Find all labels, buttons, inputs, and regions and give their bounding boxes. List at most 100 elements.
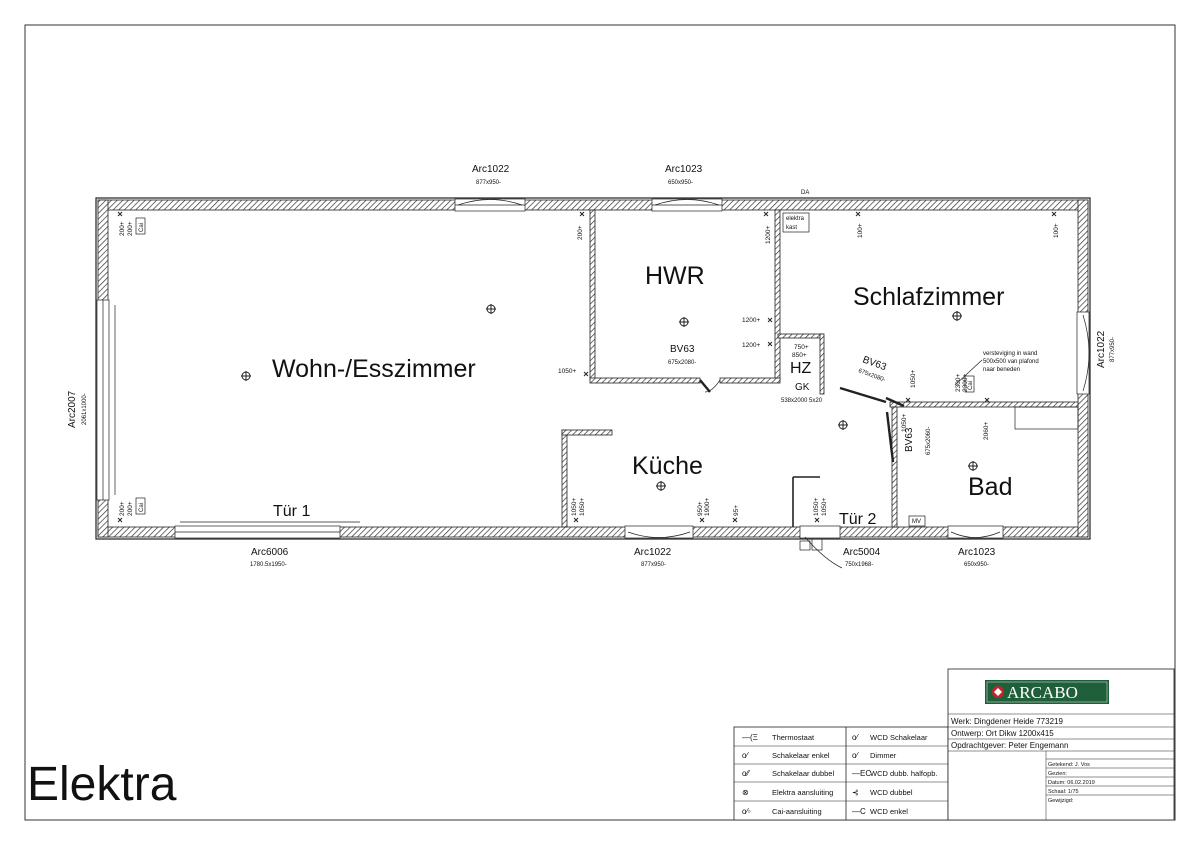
legend-right-symbol-icon: o⁄ bbox=[852, 733, 859, 742]
door-hz-size: 538x2000 5x20 bbox=[781, 398, 823, 404]
light-fixture-icon bbox=[838, 420, 848, 430]
note-line-3: naar beneden bbox=[983, 367, 1020, 373]
door-bv63-hwr-size: 675x2080- bbox=[668, 360, 696, 366]
note-line-2: 500x500 van plafond bbox=[983, 359, 1039, 365]
door-tuer2-label: Tür 2 bbox=[839, 511, 876, 528]
window-top-2 bbox=[651, 198, 723, 212]
height-mark-hz-850: 850+ bbox=[792, 352, 807, 359]
cai-label-schlaf: Cai bbox=[968, 381, 974, 390]
legend-right-label: WCD enkel bbox=[870, 807, 908, 816]
window-top2-size: 650x950- bbox=[668, 180, 693, 186]
window-bot2-size: 877x950- bbox=[641, 562, 666, 568]
height-mark-kueche-5: 95+ bbox=[733, 505, 740, 516]
height-mark-wohn-1050: 1050+ bbox=[558, 368, 576, 375]
height-mark-bad-1050: 1050+ bbox=[901, 414, 908, 432]
light-fixture-icon bbox=[968, 461, 978, 471]
height-mark-tl: 200+ bbox=[119, 221, 126, 236]
window-top1-size: 877x950- bbox=[476, 180, 501, 186]
window-bot2-name: Arc1022 bbox=[634, 547, 672, 558]
height-mark-bl: 200+ bbox=[119, 501, 126, 516]
window-bot3-name: Arc5004 bbox=[843, 547, 881, 558]
light-fixture-icon bbox=[486, 304, 496, 314]
room-gk-label: GK bbox=[795, 382, 810, 393]
sheet-border bbox=[24, 24, 1176, 821]
room-kueche-label: Küche bbox=[632, 452, 703, 480]
room-wohn-label: Wohn-/Esszimmer bbox=[272, 355, 476, 383]
legend-left-symbol-icon: o⁄▫ bbox=[742, 807, 751, 816]
cai-label-bottom: Cai bbox=[139, 503, 145, 512]
legend-right-label: WCD Schakelaar bbox=[870, 733, 928, 742]
mv-label: MV bbox=[912, 519, 921, 525]
room-bad-label: Bad bbox=[968, 473, 1012, 501]
legend-left-column: —(Ξ Thermostaat o⁄ Schakelaar enkel o⁄⁄ Schak… bbox=[742, 733, 834, 816]
height-mark-tl2: 200+ bbox=[127, 221, 134, 236]
door-tuer1-label: Tür 1 bbox=[273, 503, 310, 520]
height-mark-schlaf-1050: 1050+ bbox=[910, 370, 917, 388]
window-bot1-name: Arc6006 bbox=[251, 547, 289, 558]
legend-left-label: Schakelaar enkel bbox=[772, 751, 830, 760]
door-bv63-bad-label: BV63 bbox=[904, 427, 915, 452]
light-fixture-icon bbox=[679, 317, 689, 327]
window-bottom-1 bbox=[174, 521, 360, 539]
legend-left-symbol-icon: o⁄ bbox=[742, 751, 749, 760]
tb-datum: Datum: 06.02.2019 bbox=[1048, 780, 1095, 786]
light-fixture-icon bbox=[241, 371, 251, 381]
meter-box-icon-2 bbox=[811, 538, 823, 551]
door-bv63-hwr-label: BV63 bbox=[670, 344, 695, 355]
cai-label-top: Cai bbox=[139, 223, 145, 232]
window-bottom-4 bbox=[947, 525, 1004, 539]
elektra-label: elektra bbox=[786, 216, 805, 222]
light-fixture-icon bbox=[656, 481, 666, 491]
arcabo-logo: ARCABO bbox=[985, 680, 1109, 704]
elektra-kast-box bbox=[782, 212, 810, 233]
room-hz-label: HZ bbox=[790, 360, 812, 377]
window-right-name: Arc1022 bbox=[1096, 330, 1107, 368]
tb-werk: Werk: Dingdener Heide 773219 bbox=[951, 717, 1063, 726]
legend-left-label: Schakelaar dubbel bbox=[772, 769, 834, 778]
cai-box-bottom bbox=[135, 497, 146, 515]
height-mark-kueche-3: 950+ bbox=[697, 501, 704, 516]
window-top2-name: Arc1023 bbox=[665, 164, 703, 175]
note-line-1: versteviging in wand bbox=[983, 351, 1037, 357]
window-right-size: 877x950- bbox=[1110, 337, 1116, 362]
legend-left-symbol-icon: —(Ξ bbox=[742, 733, 758, 742]
legend-right-symbol-icon: ⊰ bbox=[852, 788, 859, 797]
legend-left-symbol-icon: o⁄⁄ bbox=[742, 769, 751, 778]
height-mark-hwr-1: 1200+ bbox=[742, 317, 760, 324]
tb-getekend: Getekend: J. Vos bbox=[1048, 762, 1090, 768]
legend-left-label: Elektra aansluiting bbox=[772, 788, 833, 797]
window-bot1-size: 1780.5x1950- bbox=[250, 562, 287, 568]
light-fixture-icon bbox=[952, 311, 962, 321]
height-mark-kueche-4: 1900+ bbox=[704, 498, 711, 516]
height-mark-bl2: 200+ bbox=[127, 501, 134, 516]
window-bot3-size: 750x1968- bbox=[845, 562, 873, 568]
door-schlaf-leaf bbox=[885, 396, 905, 408]
window-bot4-name: Arc1023 bbox=[958, 547, 996, 558]
interior-walls bbox=[561, 209, 1079, 528]
legend-left-symbol-icon: ⊗ bbox=[742, 788, 749, 797]
legend-right-symbol-icon: —C bbox=[852, 807, 866, 816]
door-hwr-leaf bbox=[699, 379, 711, 393]
sheet-title: Elektra bbox=[27, 758, 177, 811]
da-mark: DA bbox=[801, 190, 809, 196]
window-bot4-size: 650x950- bbox=[964, 562, 989, 568]
legend-table bbox=[733, 726, 949, 821]
legend-left-label: Thermostaat bbox=[772, 733, 815, 742]
door-bv63-bad-size: 675x2060- bbox=[926, 427, 932, 455]
legend-right-label: WCD dubb. halfopb. bbox=[870, 769, 938, 778]
height-mark-schlaf-1: 100+ bbox=[857, 223, 864, 238]
window-bottom-2 bbox=[624, 525, 694, 539]
height-mark-schlaf-2300b: 2300+ bbox=[962, 374, 969, 392]
height-mark-hz-750: 750+ bbox=[794, 344, 809, 351]
door-hz-leaf bbox=[839, 386, 887, 404]
window-left-name: Arc2007 bbox=[67, 390, 78, 428]
tb-opdrachtgever: Opdrachtgever: Peter Engemann bbox=[951, 741, 1068, 750]
tb-gezien: Gezien: bbox=[1048, 771, 1067, 777]
height-mark-tuer2-1: 1050+ bbox=[813, 498, 820, 516]
tb-schaal: Schaal: 1/75 bbox=[1048, 789, 1079, 795]
door-bottom-tuer2 bbox=[799, 525, 843, 569]
height-mark-kueche-1: 1050+ bbox=[571, 498, 578, 516]
window-top-1 bbox=[454, 198, 526, 212]
room-schlaf-label: Schlafzimmer bbox=[853, 283, 1004, 311]
